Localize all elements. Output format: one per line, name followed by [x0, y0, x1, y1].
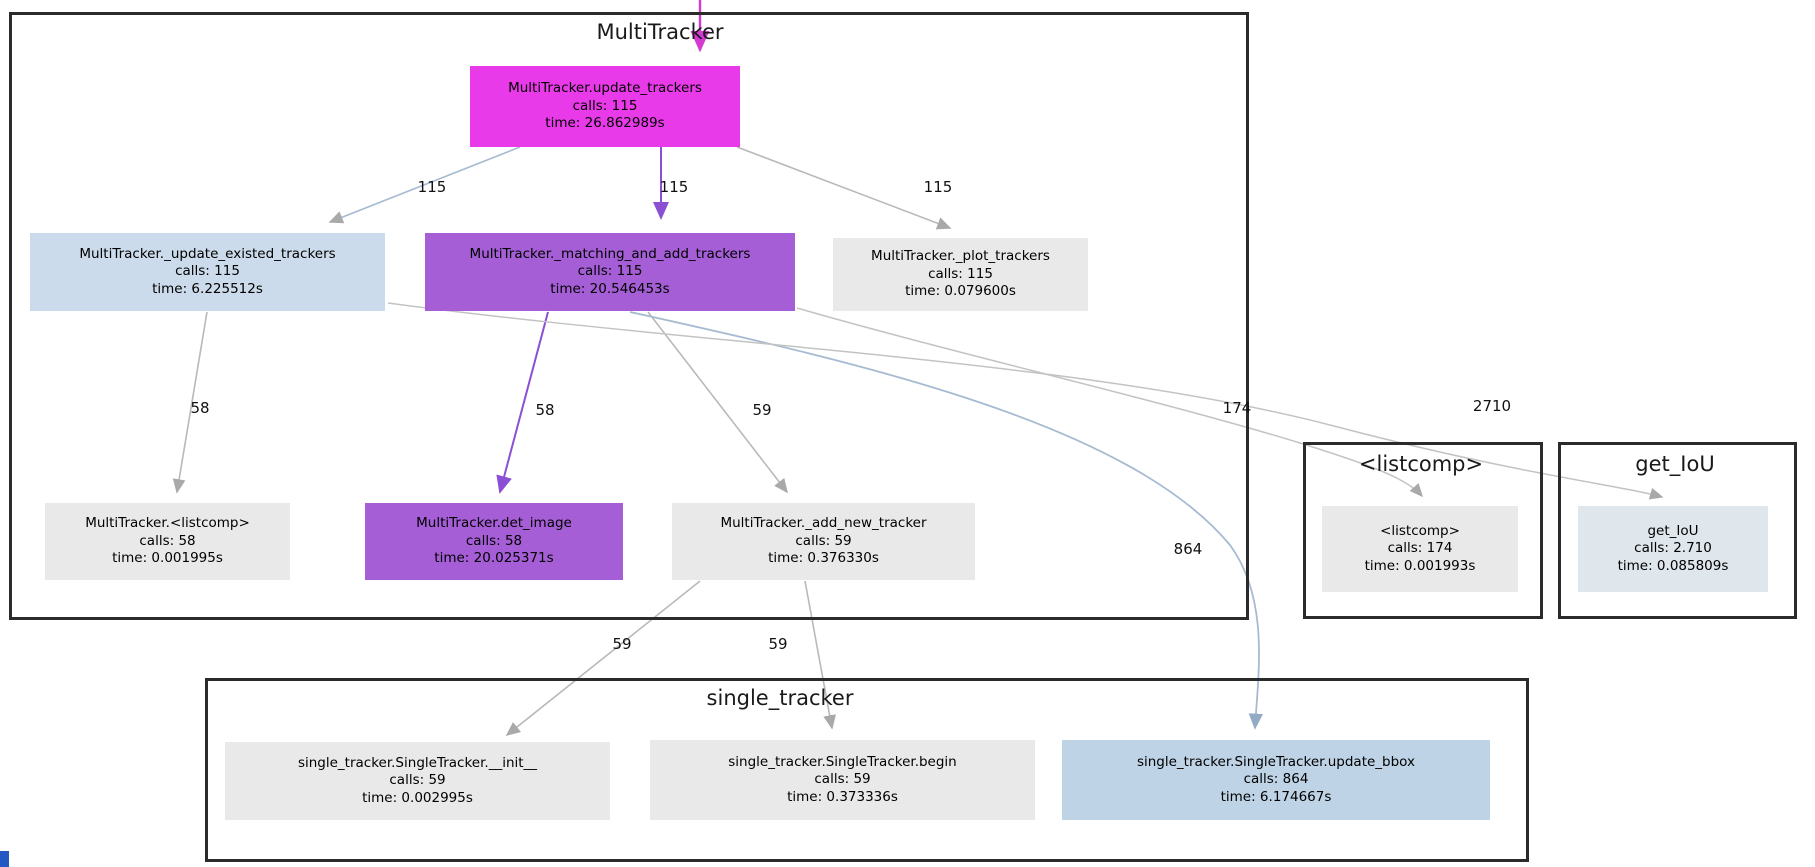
node-plot-time: time: 0.079600s [905, 283, 1016, 300]
node-mt-listcomp-time: time: 0.001995s [112, 550, 223, 567]
node-add-new-tracker: MultiTracker._add_new_tracker calls: 59 … [672, 503, 975, 580]
node-update-bbox-time: time: 6.174667s [1220, 788, 1332, 805]
edge-label-864: 864 [1173, 540, 1203, 558]
node-det-image-calls: calls: 58 [465, 532, 523, 549]
node-listcomp-calls: calls: 174 [1387, 540, 1453, 557]
node-mt-listcomp-name: MultiTracker.<listcomp> [85, 515, 250, 532]
node-mt-listcomp-calls: calls: 58 [139, 532, 196, 549]
edge-update-to-existed [328, 146, 521, 224]
edge-existed-to-mt-listcomp [172, 311, 208, 494]
node-det-image-name: MultiTracker.det_image [416, 515, 572, 532]
node-update-trackers: MultiTracker.update_trackers calls: 115 … [470, 66, 740, 147]
edge-matching-to-add-new [647, 311, 788, 494]
node-get-iou-time: time: 0.085809s [1617, 557, 1729, 574]
node-init-calls: calls: 59 [389, 772, 446, 789]
node-get-iou: get_IoU calls: 2.710 time: 0.085809s [1578, 506, 1768, 592]
edge-label-59-addnew: 59 [752, 401, 772, 419]
edge-label-59-init: 59 [612, 635, 632, 653]
node-plot-trackers: MultiTracker._plot_trackers calls: 115 t… [833, 238, 1088, 311]
edge-label-115-right: 115 [923, 178, 953, 196]
node-update-trackers-calls: calls: 115 [572, 97, 638, 114]
node-update-bbox-name: single_tracker.SingleTracker.update_bbox [1136, 753, 1416, 770]
node-init-time: time: 0.002995s [362, 789, 473, 806]
edge-label-58-left: 58 [190, 399, 210, 417]
node-begin-name: single_tracker.SingleTracker.begin [728, 753, 957, 770]
node-add-new-calls: calls: 59 [795, 532, 852, 549]
cluster-multitracker [9, 12, 1249, 620]
edge-label-174: 174 [1222, 399, 1252, 417]
node-singletracker-begin: single_tracker.SingleTracker.begin calls… [650, 740, 1035, 820]
node-singletracker-init: single_tracker.SingleTracker.__init__ ca… [225, 742, 610, 820]
node-add-new-time: time: 0.376330s [768, 550, 879, 567]
node-plot-name: MultiTracker._plot_trackers [871, 248, 1050, 265]
cluster-single-tracker [205, 678, 1529, 862]
edge-label-58-mid: 58 [535, 401, 555, 419]
node-singletracker-update-bbox: single_tracker.SingleTracker.update_bbox… [1062, 740, 1490, 820]
node-begin-calls: calls: 59 [814, 771, 871, 788]
cluster-multitracker-title: MultiTracker [596, 20, 724, 44]
node-init-name: single_tracker.SingleTracker.__init__ [297, 754, 538, 771]
edge-addnew-to-init [505, 580, 701, 736]
cluster-get-iou [1558, 442, 1797, 619]
node-update-existed-time: time: 6.225512s [152, 280, 263, 297]
node-update-trackers-name: MultiTracker.update_trackers [508, 80, 702, 97]
corner-artifact [0, 851, 9, 867]
node-update-trackers-time: time: 26.862989s [545, 115, 665, 132]
node-matching-name: MultiTracker._matching_and_add_trackers [469, 245, 751, 262]
edge-label-2710: 2710 [1472, 397, 1512, 415]
node-listcomp-name: <listcomp> [1380, 522, 1460, 539]
edge-addnew-to-begin [804, 580, 836, 730]
edge-label-115-left: 115 [417, 178, 447, 196]
edge-matching-to-update-bbox [629, 311, 1264, 730]
node-matching-calls: calls: 115 [577, 263, 643, 280]
node-det-image: MultiTracker.det_image calls: 58 time: 2… [365, 503, 623, 580]
node-update-existed-name: MultiTracker._update_existed_trackers [79, 245, 336, 262]
node-update-existed-calls: calls: 115 [175, 263, 240, 280]
node-begin-time: time: 0.373336s [787, 788, 898, 805]
cluster-single-tracker-title: single_tracker [706, 686, 854, 710]
node-get-iou-calls: calls: 2.710 [1634, 540, 1712, 557]
cluster-listcomp-title: <listcomp> [1358, 452, 1484, 476]
edge-update-to-plot [736, 146, 952, 230]
node-plot-calls: calls: 115 [928, 265, 993, 282]
edge-matching-to-listcomp [796, 307, 1423, 498]
node-det-image-time: time: 20.025371s [434, 550, 554, 567]
node-update-bbox-calls: calls: 864 [1243, 771, 1309, 788]
edge-label-115-mid: 115 [659, 178, 689, 196]
cluster-listcomp [1303, 442, 1543, 619]
node-listcomp-time: time: 0.001993s [1364, 557, 1476, 574]
node-listcomp: <listcomp> calls: 174 time: 0.001993s [1322, 506, 1518, 592]
node-mt-listcomp: MultiTracker.<listcomp> calls: 58 time: … [45, 503, 290, 580]
edge-label-59-begin: 59 [768, 635, 788, 653]
edge-existed-to-get-iou [387, 302, 1664, 500]
node-matching-and-add-trackers: MultiTracker._matching_and_add_trackers … [425, 233, 795, 311]
cluster-get-iou-title: get_IoU [1635, 452, 1715, 476]
node-get-iou-name: get_IoU [1647, 522, 1699, 539]
edge-matching-to-det-image [496, 311, 549, 494]
node-add-new-name: MultiTracker._add_new_tracker [720, 515, 927, 532]
node-matching-time: time: 20.546453s [550, 280, 670, 297]
node-update-existed-trackers: MultiTracker._update_existed_trackers ca… [30, 233, 385, 311]
